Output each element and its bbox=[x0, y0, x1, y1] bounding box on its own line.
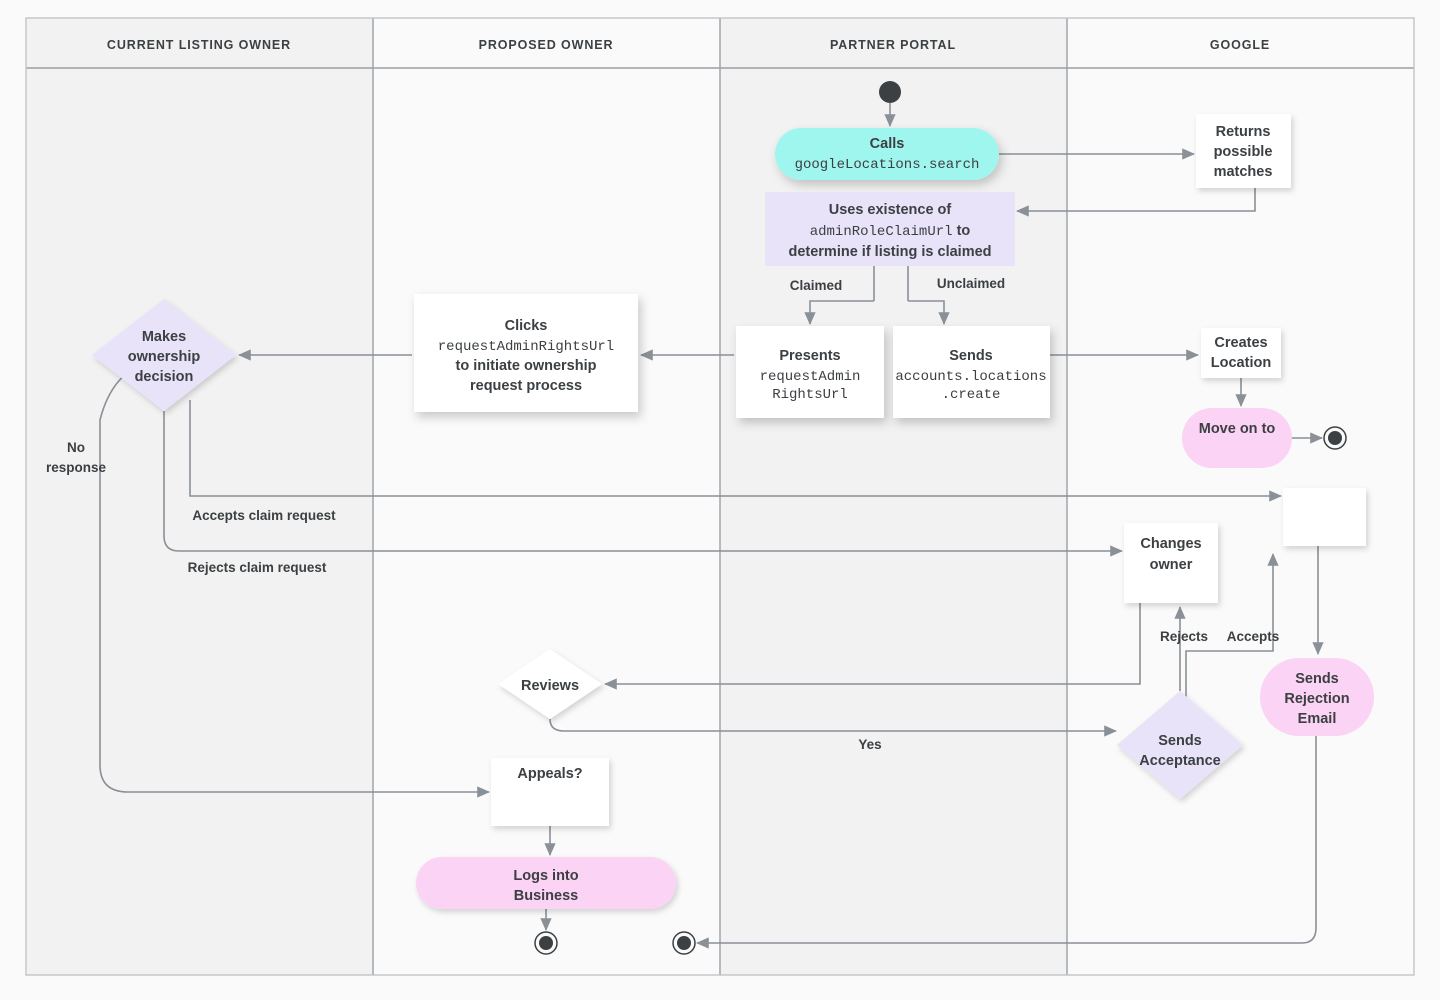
edge-accepts-claim-request bbox=[189, 400, 1283, 502]
edge-appeals-yes-to-reviews bbox=[549, 718, 1118, 737]
edge-acceptance-email-to-end bbox=[695, 736, 1317, 949]
node-sends-acceptance-email[interactable]: Sends Rejection Email bbox=[1260, 658, 1374, 736]
node-uses-claim-or-verify-button[interactable]: Logs into Business bbox=[416, 857, 676, 909]
edge-label-claimed: Claimed bbox=[790, 278, 843, 293]
node-uses-existence-line-2: adminRoleClaimUrl to bbox=[810, 223, 971, 240]
node-makes-ownership-decision[interactable]: Makes ownership decision bbox=[92, 299, 236, 411]
node-creates-location[interactable]: Creates Location bbox=[1201, 328, 1281, 378]
edge-label-group: Claimed Unclaimed No response Accepts cl… bbox=[46, 276, 1279, 752]
node-returns-possible-matches[interactable]: Returns possible matches bbox=[1196, 114, 1291, 188]
node-sends-create-line-1: Sends bbox=[949, 348, 993, 364]
node-clicks-line-3: to initiate ownership bbox=[456, 358, 597, 374]
edge-branch-claimed bbox=[804, 300, 874, 326]
lane-outer-border bbox=[25, 17, 1415, 976]
node-move-on-to-label: Move on to bbox=[1199, 421, 1276, 437]
node-sends-acceptance-line-2: Rejection bbox=[1284, 691, 1349, 707]
node-creates-location-line-1: Creates bbox=[1214, 335, 1267, 351]
node-calls-google-locations-search[interactable]: Calls googleLocations.search bbox=[775, 128, 999, 180]
node-calls-line-2: googleLocations.search bbox=[795, 157, 980, 173]
edge-sends-rejection-to-appeals bbox=[603, 603, 1141, 690]
node-returns-line-3: matches bbox=[1214, 164, 1273, 180]
node-sends-acceptance-line-1: Sends bbox=[1295, 671, 1339, 687]
node-makes-decision-line-1: Makes bbox=[142, 329, 186, 345]
node-creates-location-line-2: Location bbox=[1211, 355, 1271, 371]
node-appeals-label: Reviews bbox=[521, 678, 579, 694]
edge-rejects-claim-request bbox=[163, 411, 1124, 557]
node-presents-request-admin-rights-url[interactable]: Presents requestAdmin RightsUrl bbox=[736, 326, 884, 418]
node-uses-existence-line-3: determine if listing is claimed bbox=[788, 244, 991, 260]
node-reviews-appeal-line-1: Sends bbox=[1158, 733, 1202, 749]
edge-label-accepts: Accepts bbox=[1227, 629, 1280, 644]
edge-label-accepts-claim-request: Accepts claim request bbox=[192, 508, 336, 523]
node-sends-rejection-line-2: owner bbox=[1150, 557, 1193, 573]
lane-label-proposed-owner: PROPOSED OWNER bbox=[479, 38, 614, 52]
node-end-partner-portal bbox=[672, 931, 696, 955]
node-move-on-to[interactable]: Move on to bbox=[1182, 408, 1292, 468]
edge-branch-unclaimed bbox=[908, 300, 950, 326]
node-end-proposed-owner bbox=[534, 931, 558, 955]
node-clicks-line-2: requestAdminRightsUrl bbox=[438, 339, 614, 355]
node-reviews-appeal-line-2: Acceptance bbox=[1139, 753, 1220, 769]
edge-label-rejects-claim-request: Rejects claim request bbox=[188, 560, 327, 575]
lane-label-current-listing-owner: CURRENT LISTING OWNER bbox=[107, 38, 291, 52]
node-presents-line-3: RightsUrl bbox=[772, 387, 848, 403]
node-clicks-request-admin-rights-url[interactable]: Clicks requestAdminRightsUrl to initiate… bbox=[414, 294, 638, 412]
edge-label-yes: Yes bbox=[858, 737, 881, 752]
node-uses-claim-line-2: Business bbox=[514, 888, 578, 904]
node-sends-create-line-2: accounts.locations bbox=[895, 369, 1046, 385]
node-uses-existence-line-1: Uses existence of bbox=[829, 202, 952, 218]
node-uses-claim-line-1: Logs into bbox=[513, 868, 578, 884]
node-returns-line-2: possible bbox=[1214, 144, 1273, 160]
node-makes-decision-line-3: decision bbox=[135, 369, 194, 385]
lane-label-partner-portal: PARTNER PORTAL bbox=[830, 38, 956, 52]
edge-label-no-response-line-1: No bbox=[67, 440, 85, 455]
node-sends-create-line-3: .create bbox=[942, 387, 1001, 403]
node-appeals-decision[interactable]: Reviews bbox=[498, 649, 602, 719]
node-sends-accounts-locations-create[interactable]: Sends accounts.locations .create bbox=[893, 326, 1050, 418]
edge-label-unclaimed: Unclaimed bbox=[937, 276, 1005, 291]
node-clicks-line-4: request process bbox=[470, 378, 582, 394]
edge-label-rejects: Rejects bbox=[1160, 629, 1208, 644]
node-returns-line-1: Returns bbox=[1216, 124, 1271, 140]
node-changes-owner[interactable] bbox=[1283, 488, 1366, 546]
node-end-google bbox=[1323, 426, 1347, 450]
node-reviews-appeal[interactable]: Sends Acceptance bbox=[1117, 691, 1243, 799]
node-clicks-line-1: Clicks bbox=[505, 318, 548, 334]
node-calls-line-1: Calls bbox=[870, 136, 905, 152]
node-sends-acceptance-line-3: Email bbox=[1298, 711, 1337, 727]
flow-edges bbox=[99, 103, 1324, 949]
edge-label-no-response-line-2: response bbox=[46, 460, 107, 475]
node-presents-line-1: Presents bbox=[779, 348, 840, 364]
node-sends-rejection-line-1: Changes bbox=[1140, 536, 1201, 552]
edge-returns-to-uses-existence bbox=[1015, 188, 1256, 217]
node-start bbox=[879, 81, 901, 103]
swimlane-header-labels: CURRENT LISTING OWNER PROPOSED OWNER PAR… bbox=[107, 38, 1270, 52]
node-uses-existence-admin-role-claim-url[interactable]: Uses existence of adminRoleClaimUrl to d… bbox=[765, 192, 1015, 266]
node-logs-into-line-1: Appeals? bbox=[517, 766, 582, 782]
lane-label-google: GOOGLE bbox=[1210, 38, 1270, 52]
edge-no-response bbox=[99, 371, 491, 798]
node-presents-line-2: requestAdmin bbox=[760, 369, 861, 385]
node-logs-into-business-profile[interactable]: Appeals? bbox=[491, 758, 609, 826]
node-makes-decision-line-2: ownership bbox=[128, 349, 201, 365]
node-sends-rejection-email[interactable]: Changes owner bbox=[1124, 523, 1218, 603]
